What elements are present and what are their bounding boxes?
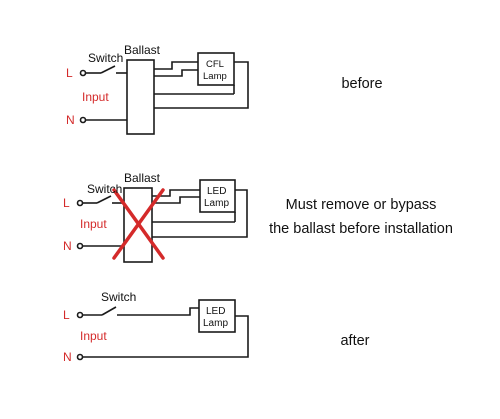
label-switch: Switch	[101, 290, 136, 304]
switch-blade	[96, 195, 112, 204]
ballast-box	[123, 187, 153, 263]
terminal-l	[76, 199, 84, 207]
caption-bypass-line2: the ballast before installation	[269, 221, 453, 237]
switch-blade	[100, 65, 116, 74]
label-l: L	[66, 66, 73, 80]
label-lamp-line1: CFL	[206, 59, 224, 70]
lamp-box	[197, 52, 235, 86]
label-lamp-line1: LED	[207, 186, 226, 197]
label-input: Input	[80, 217, 107, 231]
label-l: L	[63, 196, 70, 210]
caption-bypass-line1: Must remove or bypass	[285, 197, 437, 213]
label-n: N	[66, 113, 75, 127]
panel-bypass	[76, 179, 248, 263]
terminal-l	[79, 69, 87, 77]
caption-before: before	[341, 76, 383, 92]
terminal-n	[76, 242, 84, 250]
label-n: N	[63, 350, 72, 364]
lamp-box	[198, 299, 236, 333]
terminal-n	[76, 353, 84, 361]
panel-before	[79, 52, 249, 135]
ballast-box	[126, 59, 155, 135]
caption-after: after	[340, 333, 370, 349]
terminal-n	[79, 116, 87, 124]
label-lamp-line2: Lamp	[204, 198, 229, 209]
label-lamp-line1: LED	[206, 306, 225, 317]
label-lamp-line2: Lamp	[203, 318, 228, 329]
label-ballast: Ballast	[124, 43, 161, 57]
label-n: N	[63, 239, 72, 253]
terminal-l	[76, 311, 84, 319]
label-switch: Switch	[88, 51, 123, 65]
remove-x-mark	[112, 188, 165, 260]
lamp-box	[199, 179, 236, 213]
switch-blade	[101, 306, 117, 316]
label-l: L	[63, 308, 70, 322]
label-input: Input	[80, 329, 107, 343]
label-switch: Switch	[87, 182, 122, 196]
label-input: Input	[82, 90, 109, 104]
label-lamp-line2: Lamp	[203, 71, 227, 82]
panel-after	[76, 299, 249, 361]
label-ballast: Ballast	[124, 171, 161, 185]
